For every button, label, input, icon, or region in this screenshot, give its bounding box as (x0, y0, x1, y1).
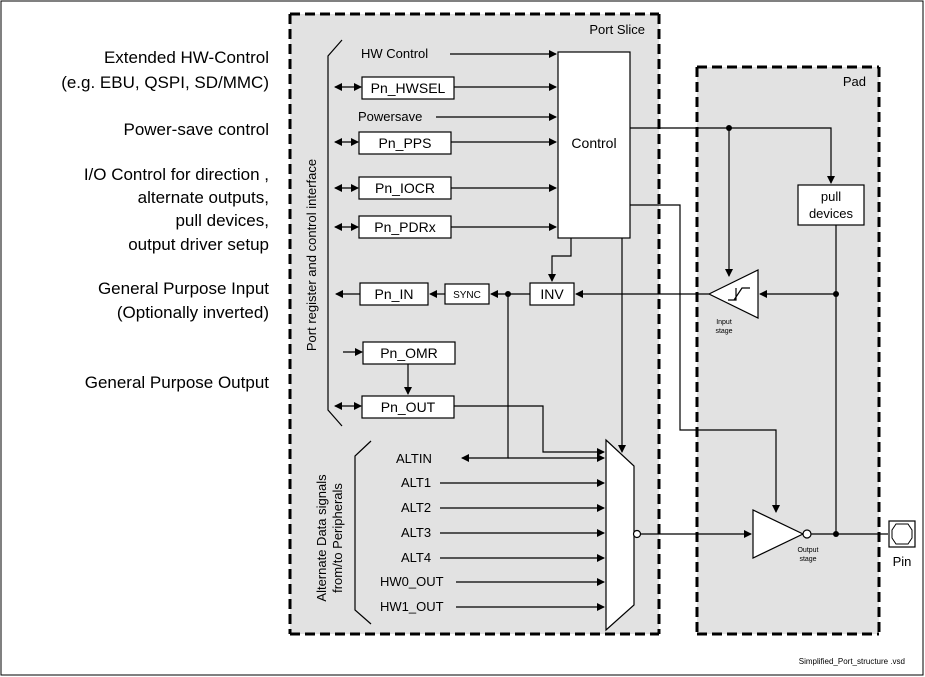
left-labels: Extended HW-Control (e.g. EBU, QSPI, SD/… (61, 48, 269, 392)
reg-interface-bracket (327, 39, 343, 427)
hw0-out-label: HW0_OUT (380, 574, 444, 589)
input-stage-label-line2: stage (715, 328, 732, 335)
control-to-inv-arrow (548, 238, 572, 282)
input-junction-dot (833, 291, 839, 297)
out-to-mux-arrow (454, 405, 605, 456)
pn-pps-register (358, 131, 452, 155)
control-to-pull-arrow (630, 127, 835, 184)
footer-filename: Simplified_Port_structure .vsd (799, 657, 905, 666)
alt1-label: ALT1 (401, 475, 431, 490)
inv-label: INV (540, 286, 564, 302)
pn-hwsel-label: Pn_HWSEL (371, 80, 446, 96)
input-stage-label-line1: Input (716, 319, 732, 326)
alt-signals: ALTIN ALT1 ALT2 ALT3 ALT4 HW0_OUT HW1_OU… (380, 451, 605, 614)
control-block (557, 51, 631, 239)
hw1-out-label: HW1_OUT (380, 599, 444, 614)
altin-label: ALTIN (396, 451, 432, 466)
label-hw-control-line1: Extended HW-Control (104, 48, 269, 67)
pad-region (697, 67, 879, 634)
hw-control-label: HW Control (361, 46, 428, 61)
alt-data-label-line1: Alternate Data signals (314, 474, 329, 602)
output-stage-label-line2: stage (799, 556, 816, 563)
alt3-label: ALT3 (401, 525, 431, 540)
pn-hwsel-register (361, 76, 455, 100)
pin-icon (888, 520, 916, 548)
output-multiplexer (605, 438, 635, 632)
pn-out-register (361, 395, 455, 419)
pn-omr-register (362, 341, 456, 365)
pn-pps-label: Pn_PPS (379, 135, 432, 151)
sync-block (444, 283, 490, 305)
alt-data-bracket (354, 440, 372, 625)
pull-devices-label-line2: devices (809, 206, 854, 221)
pull-devices-label-line1: pull (821, 189, 841, 204)
pn-iocr-label: Pn_IOCR (375, 180, 435, 196)
alt-data-label-line2: from/to Peripherals (330, 483, 345, 593)
port-slice-title: Port Slice (589, 22, 645, 37)
pn-pdrx-label: Pn_PDRx (374, 219, 435, 235)
output-stage-buffer (752, 509, 805, 559)
input-stage-buffer (707, 269, 759, 319)
label-io-control-line4: output driver setup (128, 235, 269, 254)
pn-omr-label: Pn_OMR (380, 345, 438, 361)
output-stage-bubble (802, 529, 812, 539)
pad-title: Pad (843, 74, 866, 89)
label-io-control-line1: I/O Control for direction , (84, 165, 269, 184)
label-power-save: Power-save control (123, 120, 269, 139)
pull-devices-block (797, 184, 865, 226)
pn-in-label: Pn_IN (375, 286, 414, 302)
label-gp-input-line2: (Optionally inverted) (117, 303, 269, 322)
control-label: Control (571, 135, 616, 151)
powersave-label: Powersave (358, 109, 422, 124)
alt2-label: ALT2 (401, 500, 431, 515)
label-gp-input-line1: General Purpose Input (98, 279, 269, 298)
label-io-control-line2: alternate outputs, (138, 188, 269, 207)
pin-label: Pin (893, 554, 912, 569)
pn-in-register (359, 282, 429, 306)
inv-block (529, 282, 575, 306)
pin-junction-dot (833, 531, 839, 537)
reg-interface-label: Port register and control interface (304, 159, 319, 351)
alt4-label: ALT4 (401, 550, 431, 565)
label-hw-control-line2: (e.g. EBU, QSPI, SD/MMC) (61, 73, 269, 92)
pn-out-label: Pn_OUT (381, 399, 436, 415)
mux-output-bubble (632, 529, 642, 539)
schmitt-trigger-icon (728, 287, 750, 301)
output-stage-label-line1: Output (797, 547, 818, 554)
label-gp-output: General Purpose Output (85, 373, 270, 392)
sync-label: SYNC (453, 290, 481, 301)
control-to-output-stage-arrow (630, 204, 780, 513)
label-io-control-line3: pull devices, (175, 211, 269, 230)
